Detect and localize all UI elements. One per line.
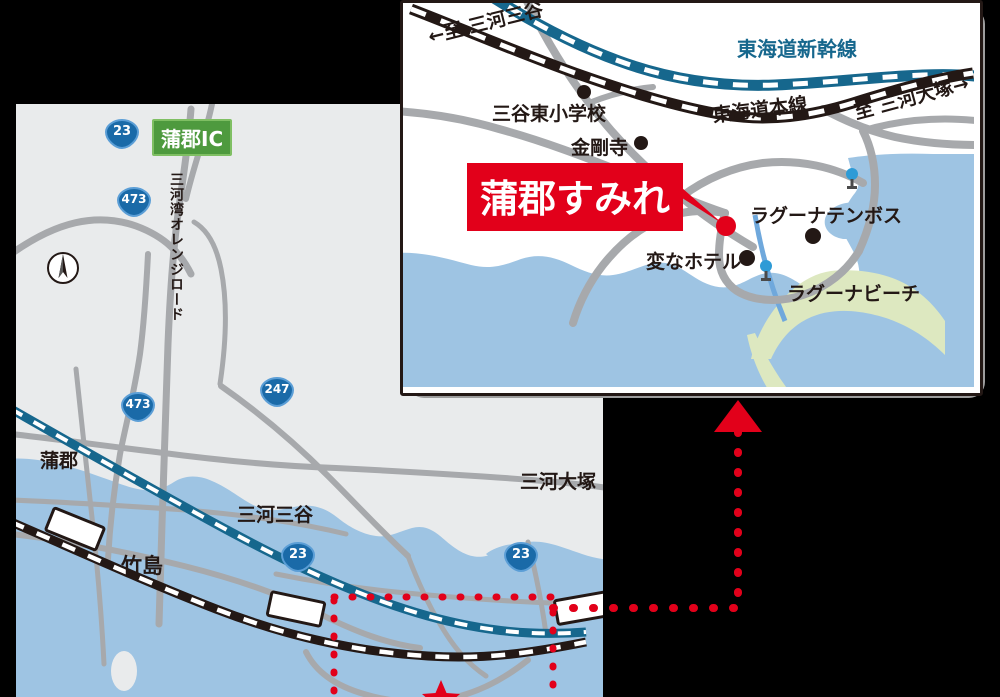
- route-shield-label: 23: [511, 547, 531, 562]
- poi-label-kongoji: 金剛寺: [571, 137, 629, 159]
- route-shield-label: 247: [264, 382, 290, 396]
- inset-tokaido-main-line: [409, 3, 974, 124]
- route-shield-23-a: 23: [104, 118, 140, 150]
- poi-dot-henna-hotel: [739, 250, 755, 266]
- sumire-location-dot: [716, 216, 736, 236]
- sumire-callout-label: 蒲郡すみれ: [480, 177, 671, 221]
- inset-water-notch: [824, 201, 859, 239]
- lighthouse-icon-a: [846, 168, 858, 189]
- poi-label-laguna-tenbosch: ラグーナテンボス: [750, 205, 903, 227]
- hotel-location-star: [422, 680, 460, 697]
- river: [444, 663, 455, 697]
- ic-label: 蒲郡IC: [152, 119, 233, 156]
- beach-strip: [747, 333, 787, 387]
- route-shield-label: 23: [112, 124, 132, 139]
- route-shield-label: 473: [125, 397, 151, 411]
- poi-label-henna-hotel: 変なホテル: [646, 251, 742, 273]
- lighthouse-icon-b: [760, 260, 772, 281]
- sumire-callout-box[interactable]: 蒲郡すみれ: [467, 163, 684, 231]
- detail-area-box: [330, 593, 557, 697]
- poi-label-mitanihigashi-school: 三谷東小学校: [492, 103, 607, 125]
- route-shield-23-b: 23: [280, 541, 316, 573]
- takeshima-island: [111, 651, 137, 691]
- orange-road-label: 三河湾オレンジロード: [168, 172, 184, 322]
- island-label-takeshima: 竹島: [121, 554, 163, 578]
- inset-shinkansen-line: [491, 3, 974, 91]
- station-label-mikawamiya: 三河三谷: [237, 504, 314, 526]
- shinkansen-line-label: 東海道新幹線: [737, 37, 857, 61]
- poi-dot-laguna-tenbosch: [805, 228, 821, 244]
- poi-label-laguna-beach: ラグーナビーチ: [787, 283, 921, 305]
- tokaido-main-line: [16, 519, 587, 662]
- station-markers: [44, 506, 603, 628]
- route-shield-473-b: 473: [120, 391, 156, 423]
- station-label-mikawaotsuka: 三河大塚: [520, 471, 597, 493]
- connector-arrowhead: [714, 400, 762, 432]
- poi-dot-kongoji: [634, 136, 648, 150]
- poi-dot-mitanihigashi-school: [577, 85, 591, 99]
- inset-water-right: [842, 153, 974, 387]
- inlet-water-2: [446, 596, 564, 638]
- route-shield-label: 23: [288, 547, 308, 562]
- route-shield-23-c: 23: [503, 541, 539, 573]
- station-label-gamagori: 蒲郡: [40, 450, 79, 472]
- route-shield-label: 473: [121, 192, 147, 206]
- north-arrow-icon: [47, 252, 79, 284]
- route-shield-247-a: 247: [259, 376, 295, 408]
- route-shield-473-a: 473: [116, 186, 152, 218]
- inset-detail-map[interactable]: ←至 三河三谷 東海道新幹線 東海道本線 至 三河大塚→ 三谷東小学校 金剛寺 …: [400, 0, 983, 396]
